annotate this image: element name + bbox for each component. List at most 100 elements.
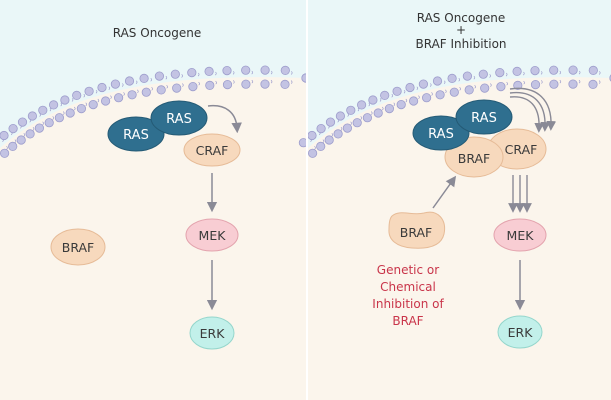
phospholipid-head xyxy=(54,113,65,123)
phospholipid-head xyxy=(588,79,598,90)
phospholipid-head xyxy=(241,65,251,75)
phospholipid-head xyxy=(0,130,9,141)
phospholipid-head xyxy=(307,148,318,158)
phospholipid-head xyxy=(65,108,75,118)
phospholipid-tail xyxy=(429,83,433,96)
phospholipid-tail xyxy=(578,70,581,84)
phospholipid-head xyxy=(568,65,578,75)
phospholipid-head xyxy=(141,87,151,97)
phospholipid-head xyxy=(316,124,326,134)
phospholipid-head xyxy=(447,73,457,84)
ras-dimer: RAS RAS xyxy=(412,99,513,151)
phospholipid-tail xyxy=(181,74,184,87)
braf-free-label: BRAF xyxy=(400,225,433,240)
phospholipid-head xyxy=(0,148,10,158)
braf-recruitment-arrow xyxy=(432,175,457,209)
phospholipid-tail xyxy=(251,70,254,84)
panel-title-line3: BRAF Inhibition xyxy=(415,37,506,51)
phospholipid-head xyxy=(435,90,445,100)
phospholipid-head xyxy=(48,100,59,110)
phospholipid-head xyxy=(25,129,35,139)
phospholipid-head xyxy=(97,82,107,93)
phospholipid-head xyxy=(127,90,137,100)
ras-dimer: RAS RAS xyxy=(107,100,208,152)
annotation-line: Chemical xyxy=(380,280,436,294)
phospholipid-tail xyxy=(523,71,525,85)
phospholipid-head xyxy=(72,90,82,101)
ras-node xyxy=(107,116,165,152)
ras-label: RAS xyxy=(471,111,497,126)
phospholipid-head xyxy=(60,95,70,105)
ras-label: RAS xyxy=(428,127,454,142)
phospholipid-head xyxy=(495,68,505,78)
phospholipid-head xyxy=(84,86,94,96)
phospholipid-tail xyxy=(357,107,363,120)
phospholipid-head xyxy=(530,80,541,90)
phospholipid-head xyxy=(280,65,290,76)
phospholipid-tail xyxy=(60,102,65,115)
phospholipid-tail xyxy=(197,72,200,86)
phospholipid-head xyxy=(222,80,233,90)
phospholipid-head xyxy=(44,118,54,128)
ras-node xyxy=(150,100,208,136)
phospholipid-head xyxy=(16,135,26,145)
phospholipid-head xyxy=(588,65,598,76)
phospholipid-tail xyxy=(165,75,168,89)
phospholipid-head xyxy=(496,82,506,92)
erk-node xyxy=(189,316,235,350)
phospholipid-head xyxy=(316,141,326,151)
phospholipid-head xyxy=(464,85,474,95)
phospholipid-head xyxy=(568,79,578,89)
phospholipid-head xyxy=(362,113,372,123)
phospholipid-tail xyxy=(71,98,76,111)
phospholipid-head xyxy=(384,104,394,114)
annotation-line: Genetic or xyxy=(377,263,439,277)
phospholipid-tail xyxy=(49,107,55,120)
phospholipid-head xyxy=(373,108,383,118)
phospholipid-head xyxy=(124,76,135,86)
phospholipid-head xyxy=(478,69,488,79)
phospholipid-head xyxy=(392,86,402,96)
craf-node xyxy=(183,133,241,167)
phospholipid-head xyxy=(154,71,164,81)
phospholipid-head xyxy=(380,90,390,101)
activation-arrow xyxy=(509,87,557,131)
phospholipid-head xyxy=(187,68,197,78)
phospholipid-tail xyxy=(505,72,508,86)
phospholipid-head xyxy=(335,111,345,121)
phospholipid-head xyxy=(432,76,443,86)
phospholipid-head xyxy=(418,79,428,89)
phospholipid-head xyxy=(352,118,362,128)
amplified-activation-arrows xyxy=(509,87,557,133)
phospholipid-head xyxy=(333,129,343,139)
braf-label: BRAF xyxy=(62,240,95,255)
left-panel: RAS Oncogene RAS RAS CRAF MEK ERK BRAF xyxy=(0,0,311,400)
phospholipid-tail xyxy=(270,70,273,84)
ras-label: RAS xyxy=(123,128,149,143)
phospholipid-head xyxy=(512,66,522,77)
activation-arrow xyxy=(509,91,551,132)
mek-label: MEK xyxy=(199,228,227,243)
phospholipid-tail xyxy=(150,77,153,91)
phospholipid-head xyxy=(17,117,28,127)
phospholipid-head xyxy=(342,123,352,133)
phospholipid-tail xyxy=(215,71,217,85)
phospholipid-head xyxy=(170,69,180,79)
right-panel: RAS Oncogene + BRAF Inhibition CRAF BRAF… xyxy=(298,0,611,400)
phospholipid-head xyxy=(172,83,182,93)
panel-title: RAS Oncogene xyxy=(113,26,201,40)
erk-node xyxy=(497,315,543,349)
phospholipid-head xyxy=(368,95,378,105)
phospholipid-head xyxy=(307,130,317,141)
phospholipid-head xyxy=(324,135,334,145)
phospholipid-tail xyxy=(83,93,88,107)
activation-arrow xyxy=(509,96,545,133)
phospholipid-head xyxy=(325,117,336,127)
phospholipid-head xyxy=(260,79,270,89)
phospholipid-head xyxy=(396,100,406,110)
phospholipid-head xyxy=(346,105,356,115)
phospholipid-head xyxy=(513,80,523,91)
phospholipid-tail xyxy=(443,80,447,94)
craf-label: CRAF xyxy=(505,142,538,157)
phospholipid-head xyxy=(34,123,45,133)
